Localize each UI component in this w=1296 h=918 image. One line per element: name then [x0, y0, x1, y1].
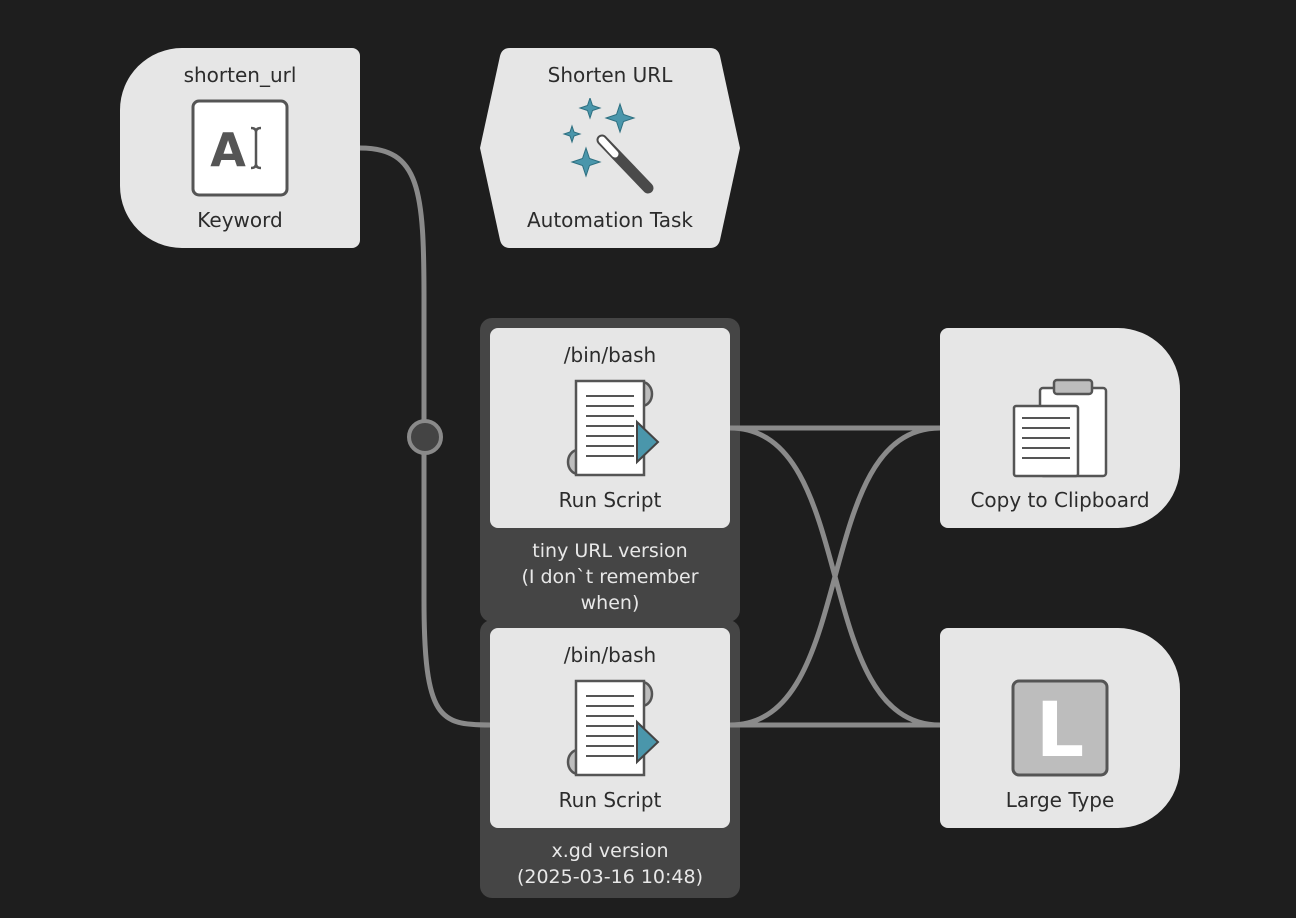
keyword-icon: A — [191, 99, 289, 197]
connection-keyword-to-script[interactable] — [357, 145, 493, 728]
note-text-tinyurl: tiny URL version (I don`t remember when) — [490, 538, 730, 616]
note-line: (2025-03-16 10:48) — [516, 866, 704, 888]
large-type-node[interactable]: L Large Type — [940, 628, 1180, 828]
connection-junction-handle[interactable] — [407, 419, 443, 455]
note-line: x.gd version — [551, 840, 669, 862]
note-line: when) — [580, 592, 640, 614]
svg-text:A: A — [210, 123, 246, 177]
copy-to-clipboard-node[interactable]: Copy to Clipboard — [940, 328, 1180, 528]
run-script-icon — [566, 679, 660, 777]
note-line: tiny URL version — [532, 540, 688, 562]
run-script-icon — [566, 379, 660, 477]
keyword-node-title: shorten_url — [183, 63, 297, 87]
run-script-node-label: Run Script — [558, 488, 662, 512]
run-script-node-label: Run Script — [558, 788, 662, 812]
large-type-node-label: Large Type — [1005, 788, 1115, 812]
run-script-node-tinyurl[interactable]: /bin/bash Run Script — [490, 328, 730, 528]
automation-task-node[interactable]: Shorten URL Automation Task — [480, 48, 740, 248]
note-text-xgd: x.gd version (2025-03-16 10:48) — [490, 838, 730, 890]
automation-task-node-title: Shorten URL — [547, 63, 673, 87]
svg-text:L: L — [1036, 685, 1084, 774]
copy-to-clipboard-node-label: Copy to Clipboard — [970, 488, 1150, 512]
connection-script2-to-clipboard[interactable] — [727, 425, 943, 728]
automation-task-node-label: Automation Task — [526, 208, 693, 232]
run-script-node-xgd[interactable]: /bin/bash Run Script — [490, 628, 730, 828]
keyword-node-label: Keyword — [197, 208, 283, 232]
large-type-icon: L — [1011, 679, 1109, 777]
run-script-node-title: /bin/bash — [563, 643, 657, 667]
magic-wand-icon — [562, 98, 654, 194]
keyword-node[interactable]: shorten_url A Keyword — [120, 48, 360, 248]
run-script-node-title: /bin/bash — [563, 343, 657, 367]
clipboard-icon — [1012, 378, 1108, 478]
note-line: (I don`t remember — [521, 566, 699, 588]
